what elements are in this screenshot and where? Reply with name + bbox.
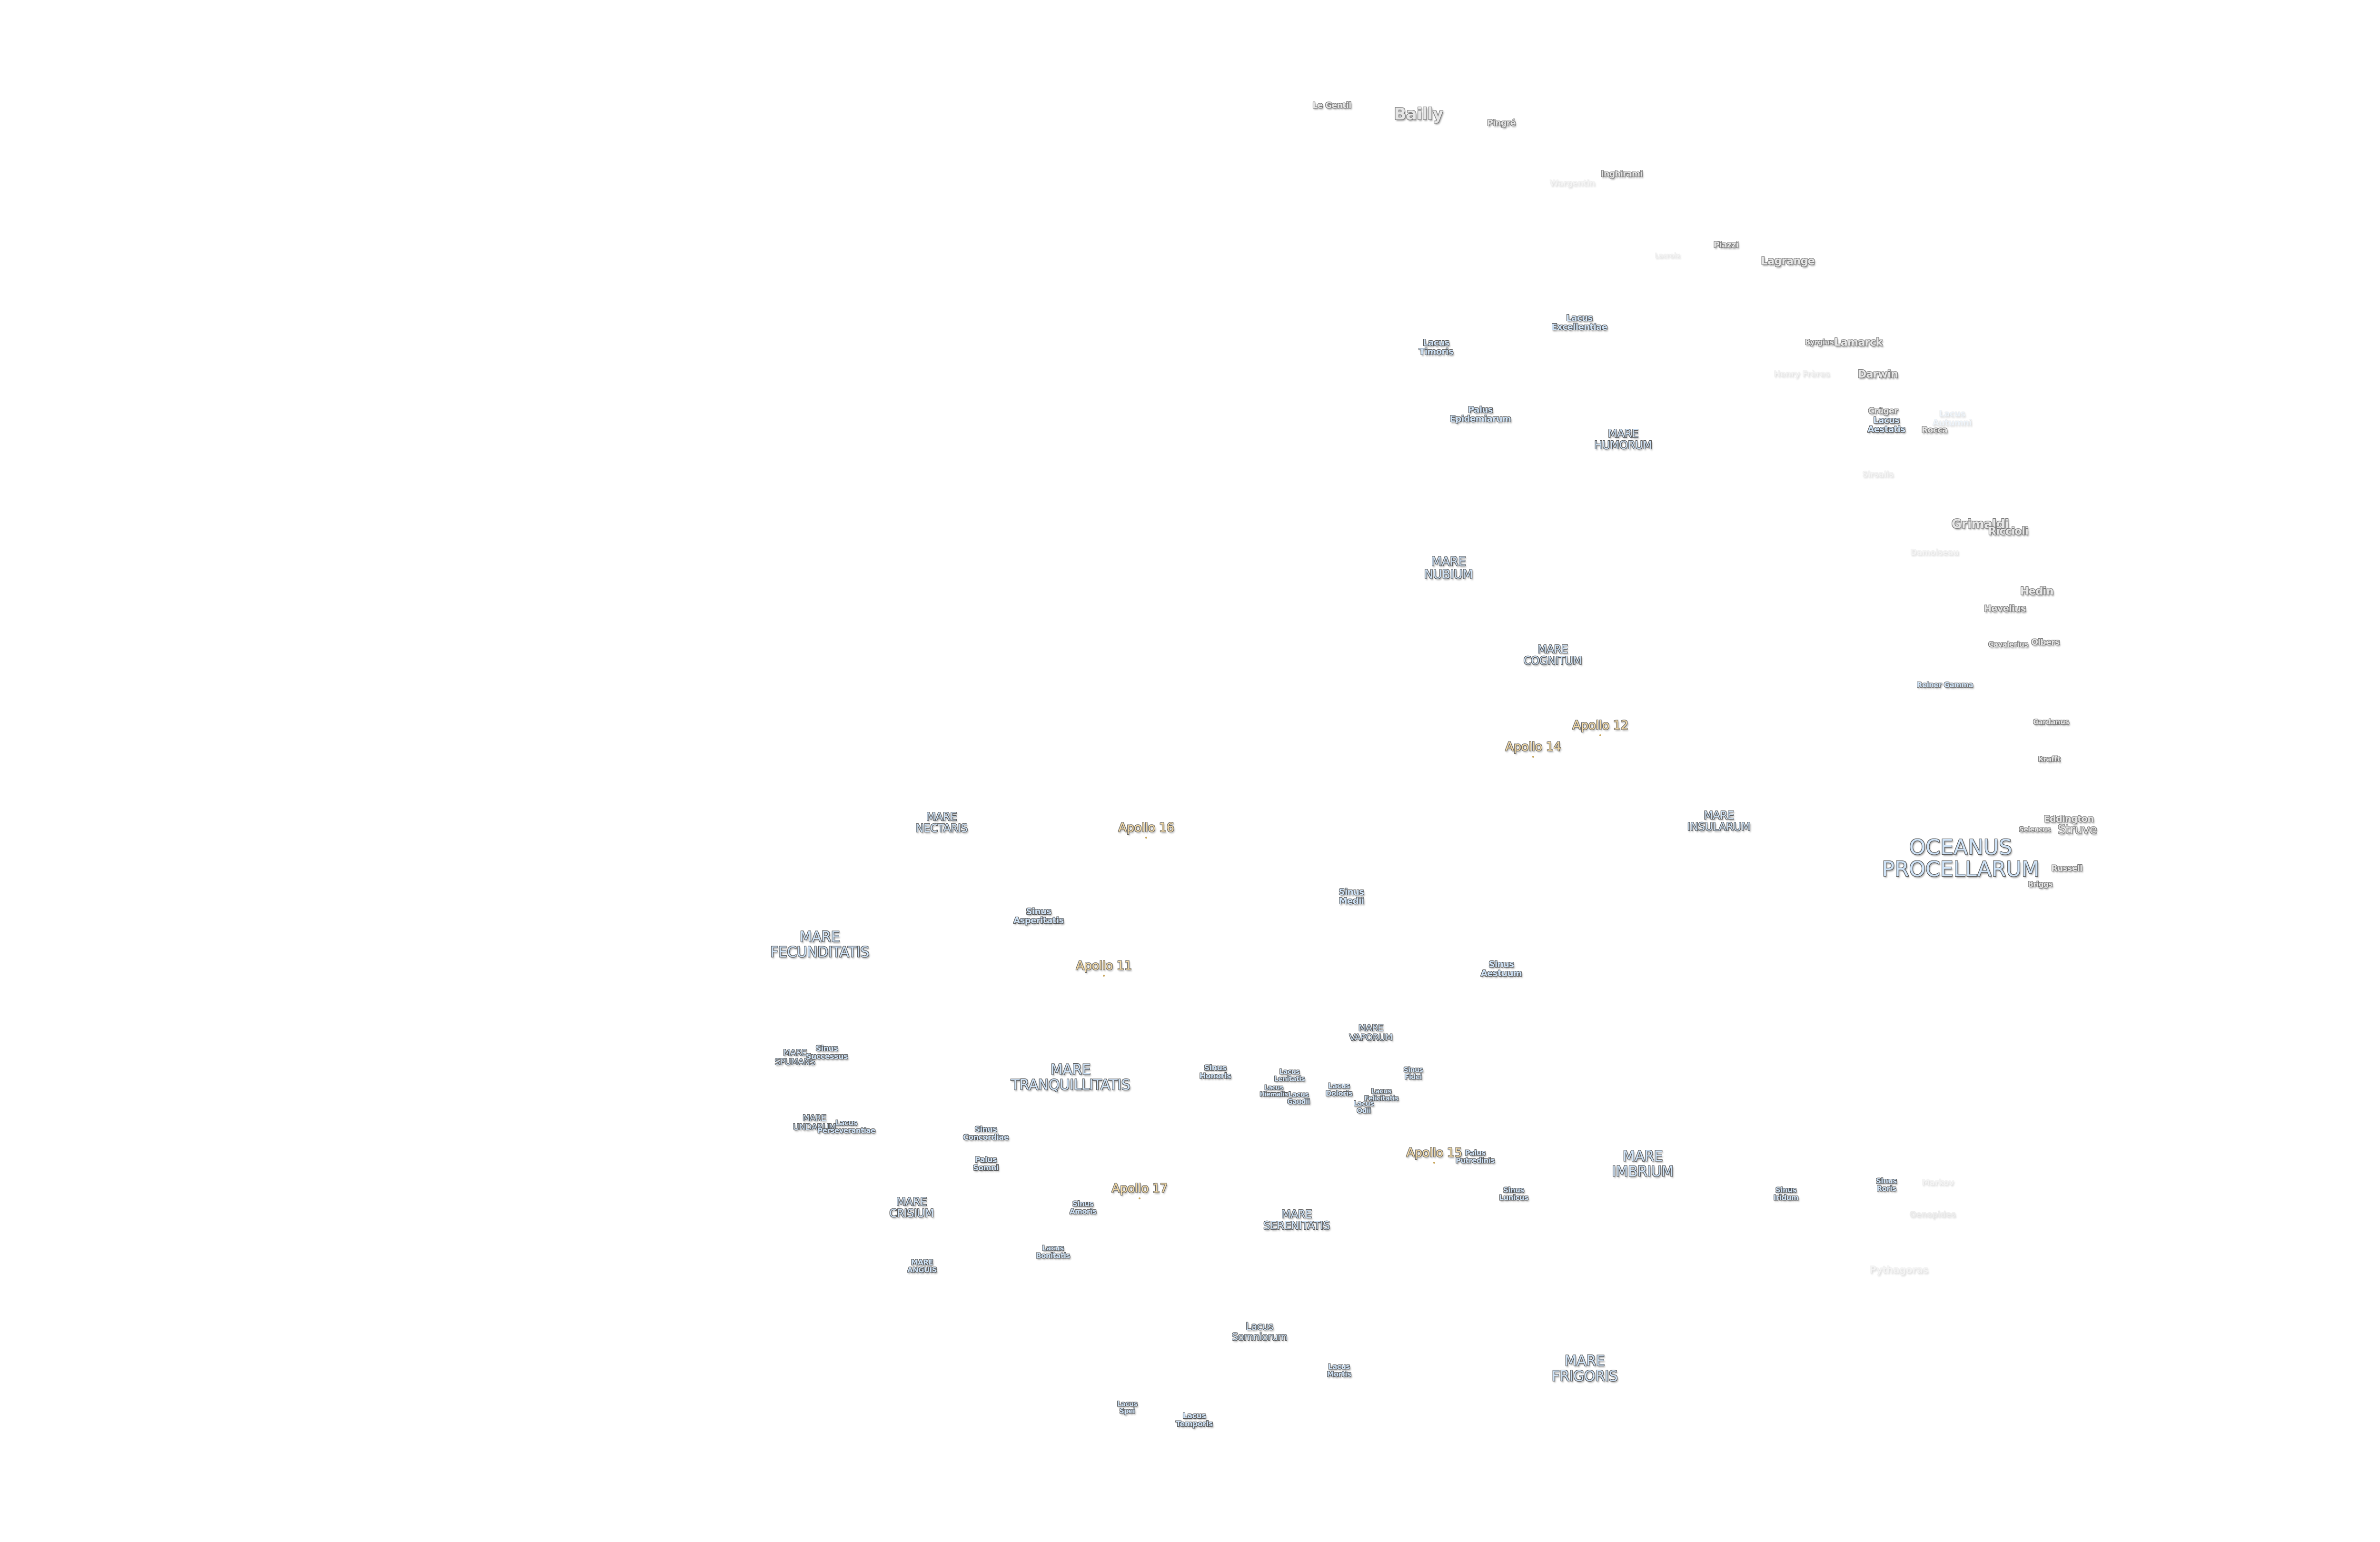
mare-label: Lacus Felicitatis [1364, 1087, 1398, 1102]
mare-label: Lacus Bonitatis [1036, 1244, 1070, 1260]
mare-label: Sinus Aestuum [1480, 959, 1522, 979]
mare-label: Sinus Iridum [1773, 1186, 1799, 1202]
mare-label: Lacus Lenitatis [1274, 1068, 1305, 1083]
crater-label: Lamarck [1834, 336, 1883, 349]
apollo-site-label: Apollo 17 [1111, 1181, 1168, 1196]
crater-label: Darwin [1857, 368, 1898, 381]
mare-label: Lacus Hiemalis [1259, 1084, 1288, 1098]
crater-label: Eddington [2043, 814, 2094, 825]
mare-label: Sinus Asperitatis [1013, 907, 1064, 926]
crater-label: Piazzi [1713, 240, 1739, 250]
mare-label: Lacus Aestatis [1867, 415, 1905, 435]
mare-label: Sinus Lunicus [1499, 1186, 1528, 1202]
crater-label: Seleucus [2019, 826, 2051, 834]
mare-label: Palus Epidemiarum [1449, 405, 1511, 424]
mare-label: MARE HUMORUM [1594, 427, 1652, 452]
crater-label: Cavalerius [1988, 640, 2028, 649]
apollo-site-label: Apollo 11 [1076, 959, 1132, 973]
mare-label: MARE TRANQUILLITATIS [1011, 1061, 1130, 1093]
mare-label: OCEANUS PROCELLARUM [1882, 835, 2040, 881]
mare-label: Sinus Honoris [1199, 1063, 1231, 1080]
crater-label: Hedin [2020, 585, 2053, 598]
crater-label: Damoiseau [1910, 548, 1959, 558]
mare-label: Sinus Roris [1876, 1176, 1897, 1193]
landing-site-marker [1433, 1162, 1435, 1164]
crater-label: Lacroix [1655, 252, 1680, 260]
mare-label: Sinus Fidei [1403, 1066, 1423, 1081]
mare-label: Palus Putredinis [1455, 1148, 1495, 1165]
mare-label: Lacus Odii [1353, 1100, 1374, 1115]
mare-label: MARE INSULARUM [1687, 809, 1751, 833]
mare-label: Lacus Mortis [1327, 1362, 1351, 1378]
crater-label: Markov [1922, 1178, 1954, 1188]
crater-label: Bailly [1394, 105, 1443, 124]
mare-label: Palus Somni [973, 1155, 999, 1172]
mare-label: Lacus Gaudii [1287, 1091, 1310, 1106]
mare-label: Sinus Concordiae [962, 1125, 1009, 1142]
crater-label: Reiner Gamma [1916, 681, 1973, 690]
mare-label: MARE NECTARIS [915, 811, 968, 835]
mare-label: MARE FRIGORIS [1551, 1353, 1618, 1384]
mare-label: MARE ANGUIS [907, 1258, 937, 1274]
crater-label: Oenopides [1909, 1210, 1956, 1220]
crater-label: Wargentin [1549, 178, 1595, 188]
mare-label: Lacus Timoris [1419, 338, 1453, 357]
crater-label: Struve [2057, 822, 2097, 837]
landing-site-marker [1139, 1197, 1140, 1199]
mare-label: Sinus Medii [1339, 887, 1364, 906]
mare-label: Lacus Autumni [1932, 409, 1972, 428]
crater-label: Byrgius [1805, 338, 1834, 347]
crater-label: Russell [2051, 864, 2082, 874]
mare-label: Lacus Excellentiae [1551, 313, 1607, 332]
mare-label: MARE SERENITATIS [1263, 1208, 1330, 1232]
crater-label: Olbers [2031, 638, 2060, 648]
mare-label: MARE SPUMANS [774, 1048, 815, 1067]
crater-label: Inghirami [1601, 169, 1643, 179]
landing-site-marker [1145, 837, 1147, 839]
mare-label: Lacus Doloris [1325, 1081, 1353, 1097]
apollo-site-label: Apollo 12 [1572, 718, 1628, 733]
mare-label: MARE CRISIUM [889, 1196, 934, 1220]
mare-label: Lacus Somniorum [1231, 1320, 1288, 1343]
apollo-site-label: Apollo 15 [1406, 1146, 1462, 1160]
crater-label: Hevelius [1984, 603, 2026, 614]
crater-label: Henry Frères [1774, 369, 1830, 379]
landing-site-marker [1599, 734, 1601, 736]
mare-label: Lacus Spei [1117, 1400, 1138, 1415]
apollo-site-label: Apollo 16 [1118, 820, 1174, 835]
crater-label: Riccioli [1988, 525, 2029, 538]
landing-site-marker [1103, 975, 1105, 977]
crater-label: Cardanus [2033, 718, 2069, 727]
landing-site-marker [1532, 756, 1534, 758]
mare-label: MARE VAPORUM [1349, 1023, 1393, 1043]
crater-label: Le Gentil [1312, 101, 1351, 111]
crater-label: Krafft [2038, 755, 2061, 764]
crater-label: Pythagoras [1869, 1264, 1928, 1275]
crater-label: Rocca [1922, 425, 1947, 435]
mare-label: MARE NUBIUM [1424, 554, 1473, 582]
crater-label: Pingré [1487, 119, 1516, 128]
crater-label: Grimaldi [1951, 517, 2009, 532]
apollo-site-label: Apollo 14 [1505, 740, 1561, 754]
crater-label: Briggs [2028, 880, 2053, 889]
mare-label: MARE IMBRIUM [1612, 1148, 1674, 1180]
crater-label: Sirsalis [1862, 470, 1894, 480]
mare-label: MARE COGNITUM [1523, 643, 1582, 667]
crater-label: Lagrange [1761, 255, 1815, 267]
mare-label: MARE FECUNDITATIS [770, 929, 869, 960]
mare-label: Sinus Amoris [1069, 1199, 1097, 1216]
crater-label: Crüger [1868, 406, 1898, 416]
mare-label: Lacus Temporis [1176, 1411, 1213, 1428]
mare-label: Lacus Perseverantiae [817, 1118, 875, 1135]
mare-label: MARE UNDARUM [793, 1113, 836, 1132]
mare-label: Sinus Successus [805, 1044, 848, 1061]
